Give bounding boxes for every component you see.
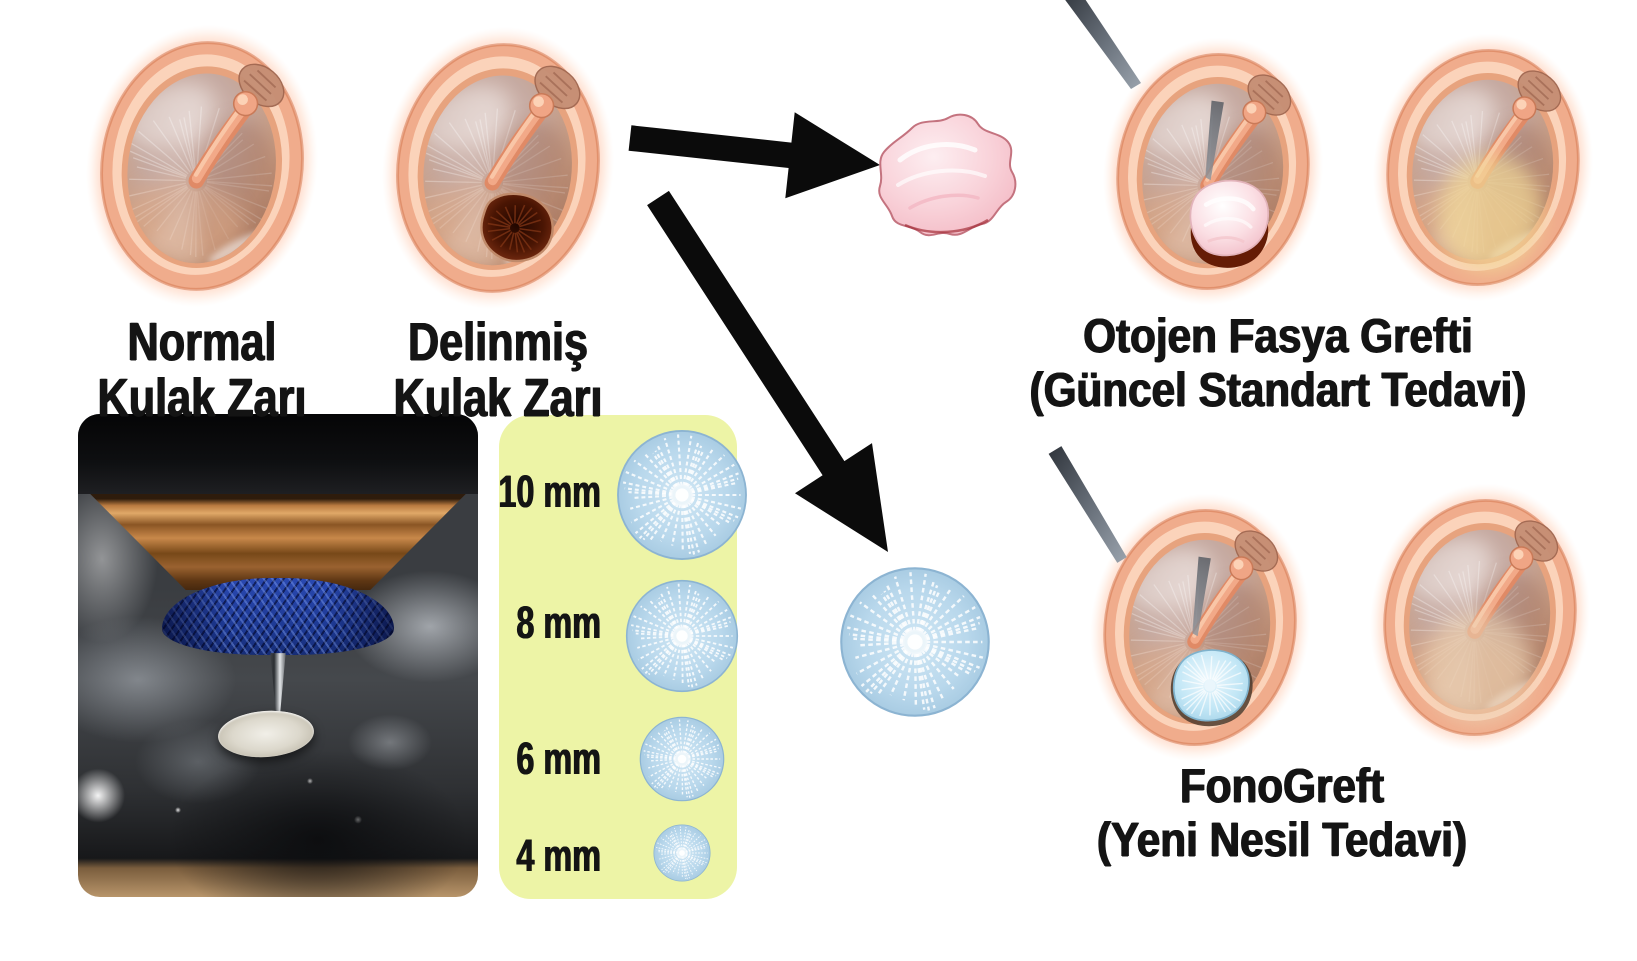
caption-line: (Güncel Standart Tedavi) — [1029, 364, 1527, 417]
caption-line: Normal — [127, 312, 277, 372]
punch-pin — [270, 653, 286, 716]
blue-knurled-ring — [162, 578, 394, 656]
caption-line: Otojen Fasya Grefti — [1083, 310, 1473, 363]
caption-line: Kulak Zarı — [393, 368, 603, 428]
perforated-eardrum-illustration — [379, 25, 617, 311]
fonogreft-disc-illustration — [840, 567, 990, 717]
healed-eardrum-after-fonogreft-illustration — [1367, 482, 1593, 753]
caption-line: Delinmiş — [407, 312, 589, 372]
punch-device-photo — [78, 414, 478, 897]
machine-head — [78, 414, 478, 494]
caption-standard-treatment: Otojen Fasya Grefti (Güncel Standart Ted… — [970, 310, 1586, 418]
healed-eardrum-after-fascia-illustration — [1370, 32, 1596, 303]
size-label-4mm: 4 mm — [516, 830, 601, 881]
arrow-to-fascia-graft-icon — [628, 112, 880, 199]
size-label-8mm: 8 mm — [516, 597, 601, 648]
caption-line: FonoGreft — [1179, 760, 1385, 813]
eardrum-with-fonogreft-illustration — [1087, 492, 1313, 763]
normal-eardrum-illustration — [83, 23, 321, 309]
caption-perforated-eardrum: Delinmiş Kulak Zarı — [258, 314, 738, 426]
size-label-10mm: 10 mm — [498, 466, 601, 517]
caption-line: Kulak Zarı — [97, 368, 307, 428]
eardrum-with-fascia-graft-illustration — [1100, 36, 1326, 307]
cut-graft-disc — [216, 707, 316, 761]
copper-cone — [90, 493, 466, 591]
size-label-6mm: 6 mm — [516, 733, 601, 784]
caption-fonogreft-treatment: FonoGreft (Yeni Nesil Tedavi) — [974, 760, 1590, 868]
caption-normal-eardrum: Normal Kulak Zarı — [0, 314, 442, 426]
caption-line: (Yeni Nesil Tedavi) — [1096, 814, 1468, 867]
fascia-graft-illustration — [878, 113, 1017, 237]
